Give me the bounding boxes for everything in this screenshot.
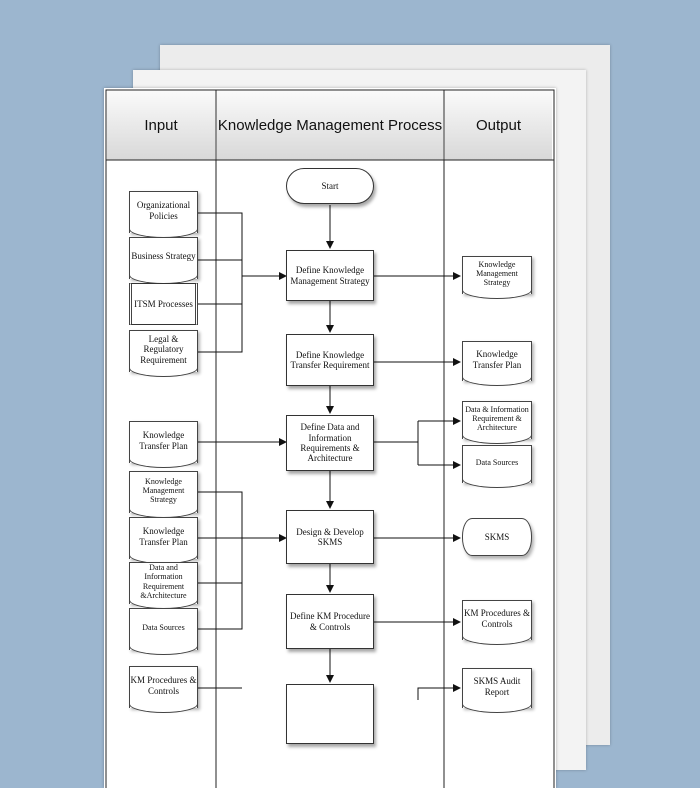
- step-define-km-strategy: Define Knowledge Management Strategy: [286, 250, 374, 301]
- output-km-procedures-controls: KM Procedures & Controls: [462, 600, 532, 645]
- step-design-develop-skms: Design & Develop SKMS: [286, 510, 374, 564]
- connector-lines: [105, 89, 555, 788]
- input-knowledge-management-strategy: Knowledge Management Strategy: [129, 471, 198, 518]
- input-km-procedures-controls: KM Procedures & Controls: [129, 666, 198, 713]
- step-define-km-procedure-controls: Define KM Procedure & Controls: [286, 594, 374, 649]
- input-knowledge-transfer-plan-2: Knowledge Transfer Plan: [129, 517, 198, 564]
- input-data-information-requirement: Data and Information Requirement &Archit…: [129, 562, 198, 609]
- output-skms-audit-report: SKMS Audit Report: [462, 668, 532, 713]
- output-km-strategy: Knowledge Management Strategy: [462, 256, 532, 299]
- input-itsm-processes: ITSM Processes: [129, 283, 198, 325]
- output-data-information-requirement: Data & Information Requirement & Archite…: [462, 401, 532, 444]
- input-organizational-policies: Organizational Policies: [129, 191, 198, 238]
- input-data-sources: Data Sources: [129, 608, 198, 655]
- flowchart-page: Input Knowledge Management Process Outpu…: [104, 88, 556, 788]
- input-legal-regulatory-requirement: Legal & Regulatory Requirement: [129, 330, 198, 377]
- step-define-data-information-requirements: Define Data and Information Requirements…: [286, 415, 374, 471]
- input-column-header: Input: [107, 91, 215, 160]
- step-define-knowledge-transfer-requirement: Define Knowledge Transfer Requirement: [286, 334, 374, 386]
- output-column-header: Output: [445, 91, 552, 160]
- input-business-strategy: Business Strategy: [129, 237, 198, 284]
- start-terminal: Start: [286, 168, 374, 204]
- input-knowledge-transfer-plan: Knowledge Transfer Plan: [129, 421, 198, 468]
- step-next: [286, 684, 374, 744]
- process-column-header: Knowledge Management Process: [217, 91, 443, 160]
- output-data-sources: Data Sources: [462, 445, 532, 488]
- output-knowledge-transfer-plan: Knowledge Transfer Plan: [462, 341, 532, 386]
- output-skms: SKMS: [462, 518, 532, 556]
